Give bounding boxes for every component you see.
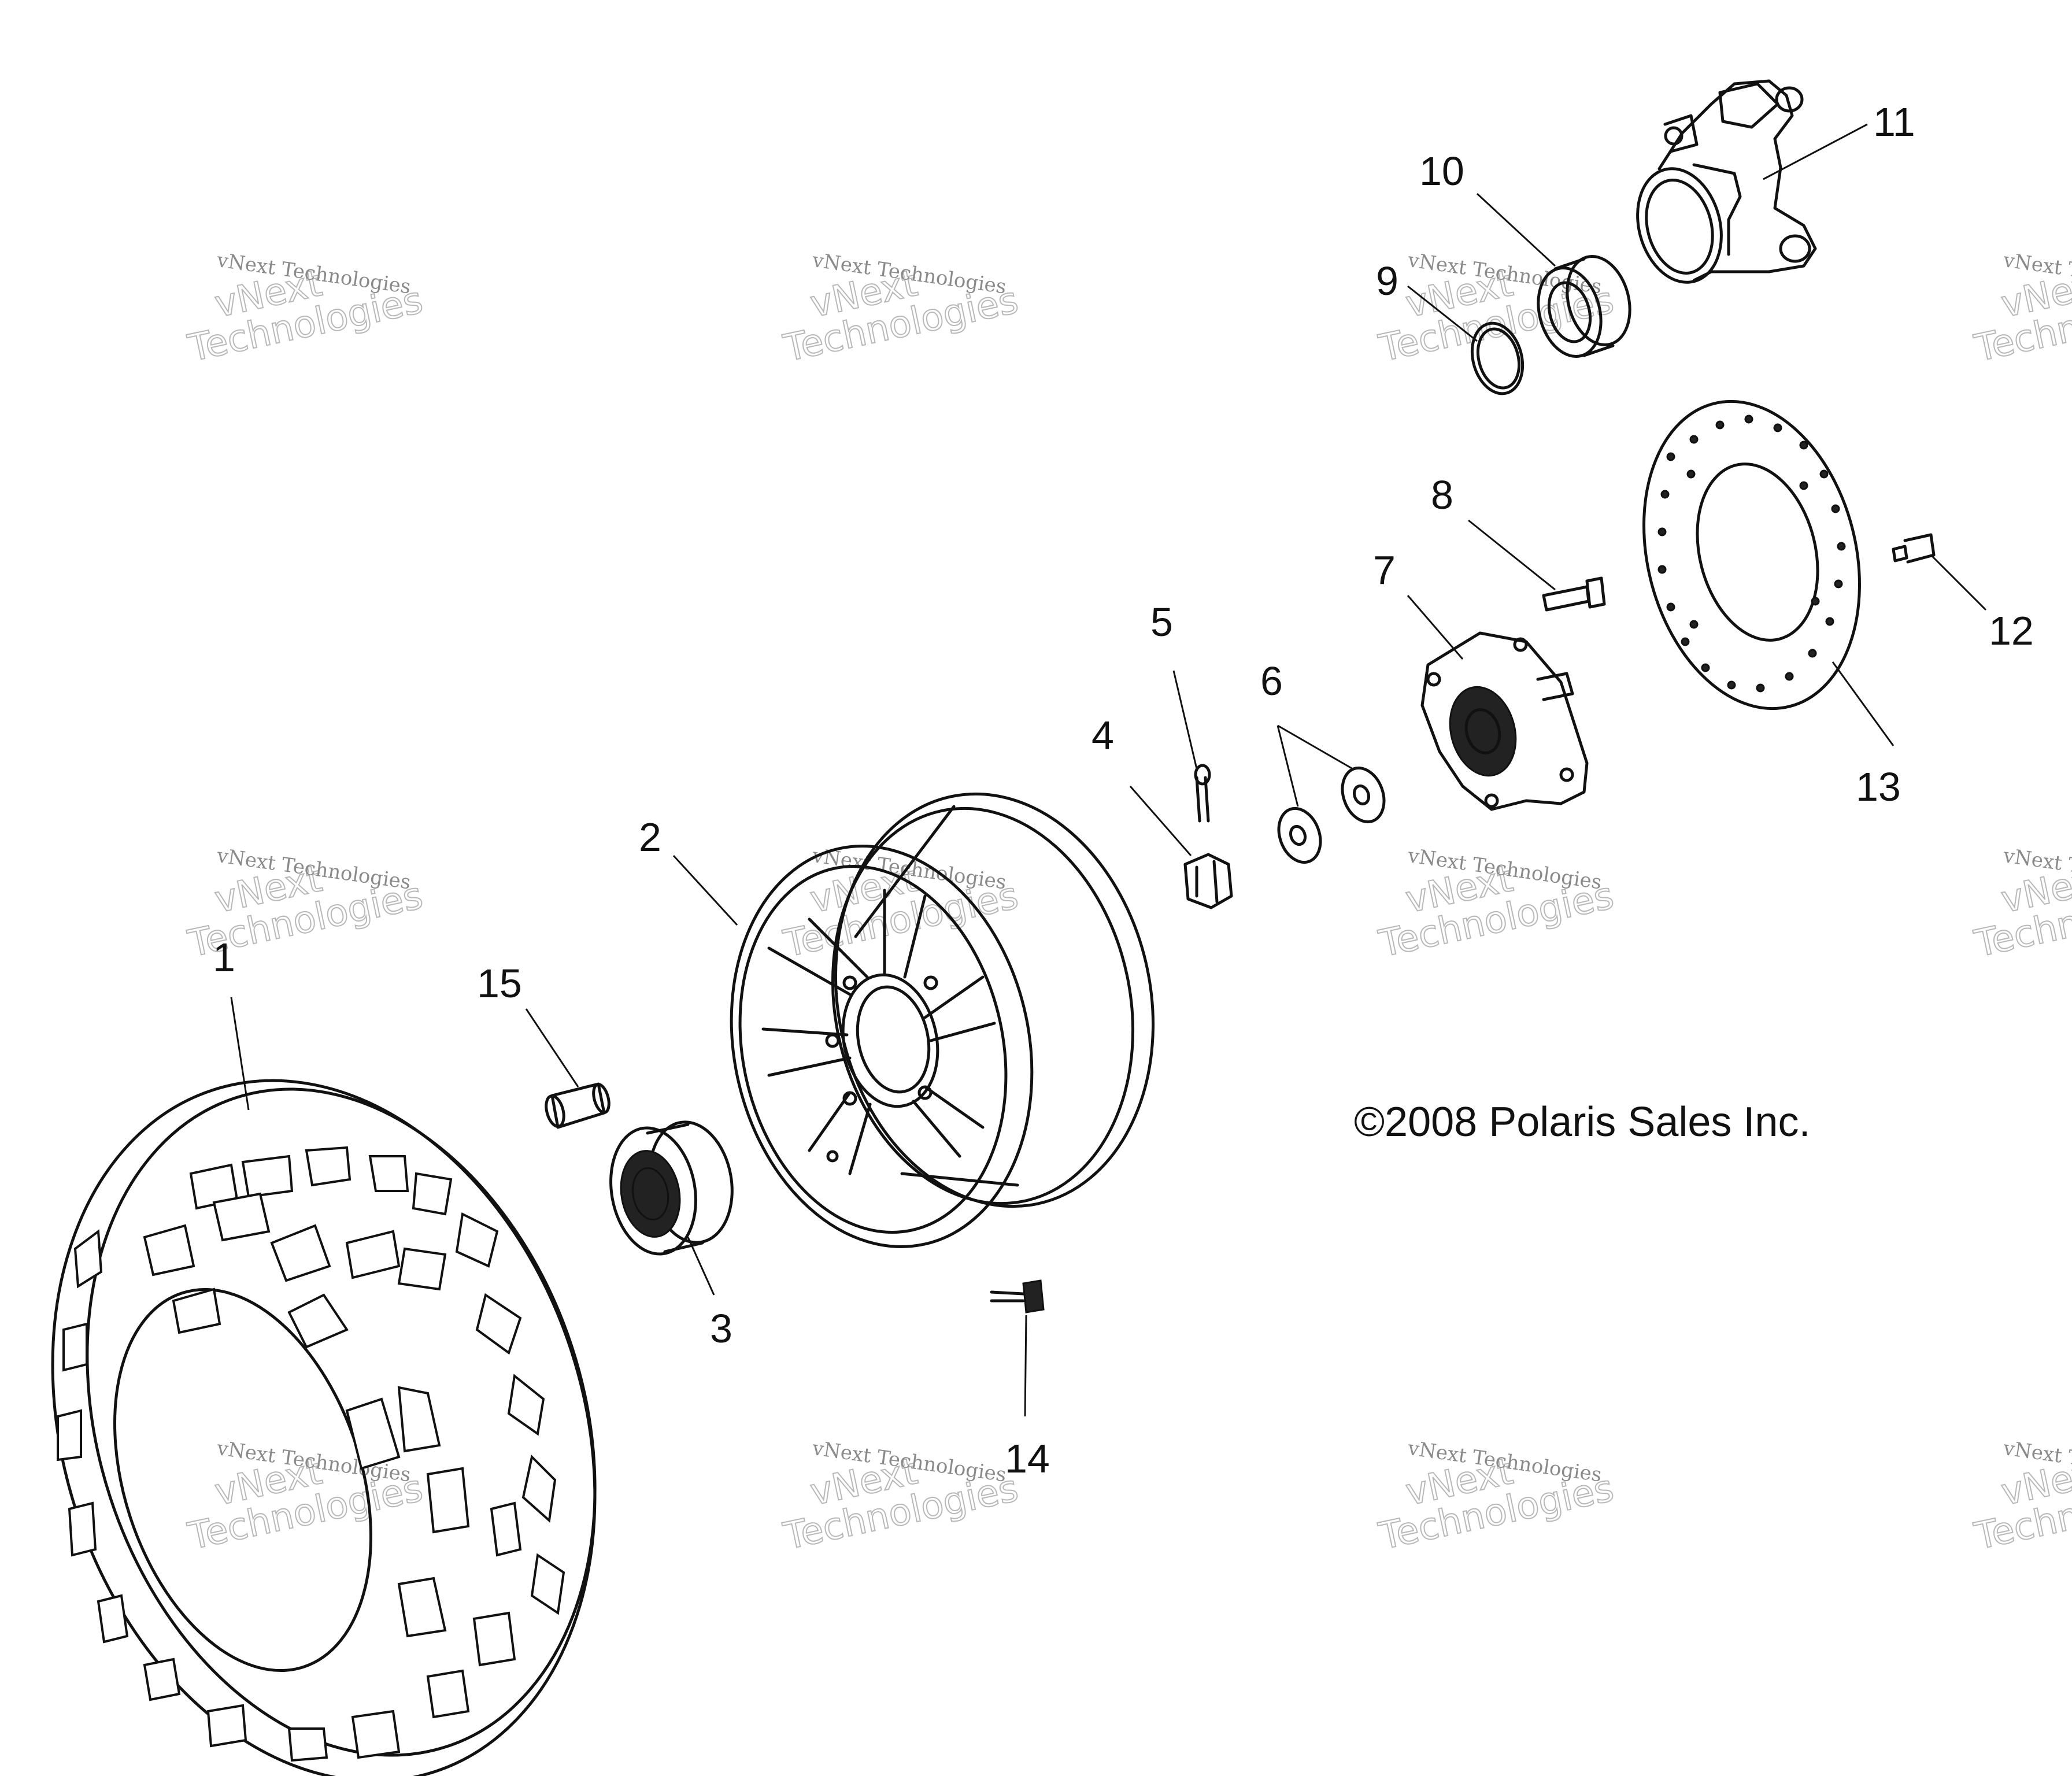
copyright-text: ©2008 Polaris Sales Inc.	[1354, 1099, 1810, 1145]
part-1-tire[interactable]	[0, 1009, 682, 1776]
callout-9: 9	[1376, 258, 1398, 304]
callout-2: 2	[639, 815, 661, 860]
callout-12: 12	[1989, 608, 2034, 653]
watermark: vNext Technologies vNext Technologies	[1970, 249, 2072, 371]
callout-6: 6	[1260, 658, 1283, 704]
part-14-wheel-stud[interactable]	[990, 1279, 1045, 1314]
callout-14: 14	[1005, 1436, 1050, 1481]
callout-13: 13	[1856, 764, 1901, 809]
callout-10: 10	[1419, 149, 1464, 194]
brake-disc-holes	[1657, 415, 1846, 693]
part-12-bolt[interactable]	[1892, 533, 1936, 564]
watermark: vNext Technologies vNext Technologies	[1375, 844, 1618, 967]
watermark: vNext Technologies vNext Technologies	[1375, 1437, 1618, 1559]
watermark: vNext Technologies vNext Technologies	[779, 1437, 1023, 1559]
callout-1: 1	[213, 935, 235, 980]
part-3-hub-cap[interactable]	[601, 1115, 741, 1260]
callout-8: 8	[1431, 472, 1453, 517]
callout-3: 3	[710, 1306, 732, 1351]
watermark: vNext Technologies vNext Technologies	[1375, 249, 1618, 371]
callout-15: 15	[477, 961, 522, 1006]
part-6-washers[interactable]	[1272, 762, 1392, 868]
part-5-cotter-pin[interactable]	[1194, 764, 1211, 823]
part-13-brake-disc[interactable]	[1613, 378, 1890, 731]
watermark: vNext Technologies vNext Technologies	[1970, 844, 2072, 967]
watermark: vNext Technologies vNext Technologies	[184, 249, 427, 371]
watermark: vNext Technologies vNext Technologies	[779, 844, 1023, 967]
part-11-bearing-carrier[interactable]	[1626, 79, 1817, 292]
part-10-bearing[interactable]	[1529, 249, 1640, 364]
watermark: vNext Technologies vNext Technologies	[779, 249, 1023, 371]
callout-5: 5	[1150, 600, 1173, 645]
watermark-layer: vNext Technologies vNext Technologies vN…	[184, 249, 2072, 1559]
callout-4: 4	[1092, 713, 1114, 758]
part-15-valve-stem[interactable]	[543, 1082, 612, 1129]
part-9-snap-ring[interactable]	[1464, 317, 1530, 399]
part-4-castle-nut[interactable]	[1183, 853, 1233, 909]
part-7-hub[interactable]	[1420, 631, 1589, 811]
leader-lines	[230, 123, 1987, 1417]
tire-tread	[57, 1146, 565, 1762]
callout-11: 11	[1873, 99, 1915, 145]
callout-labels: 1 2 3 4 5 6 7 8 9 10 11 12 13 14 15	[213, 99, 2034, 1481]
part-2-wheel[interactable]	[695, 764, 1190, 1275]
callout-7: 7	[1373, 547, 1396, 593]
part-8-bolt[interactable]	[1542, 576, 1606, 612]
watermark: vNext Technologies vNext Technologies	[1970, 1437, 2072, 1559]
